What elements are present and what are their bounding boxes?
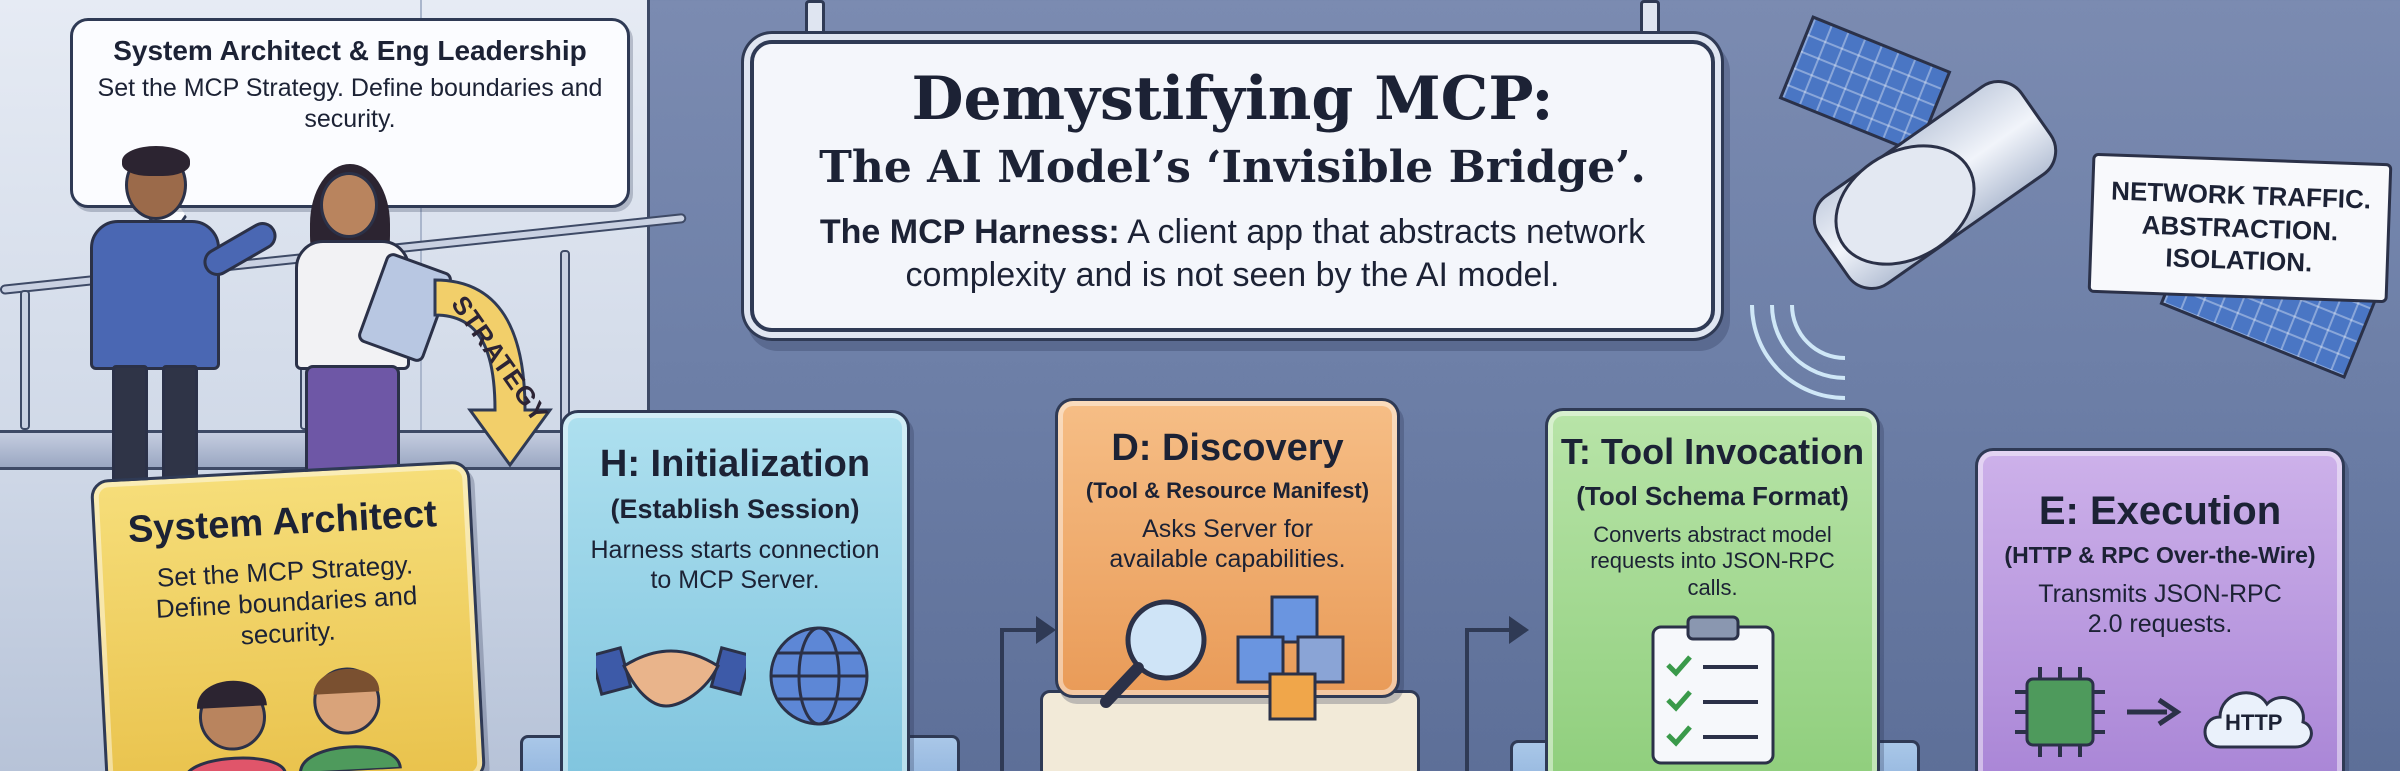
harness-text: A client app that abstracts network comp… [905,213,1646,294]
flow-arrow-icon [1465,616,1529,771]
person-leg [162,365,198,490]
card-description: Harness starts connection to MCP Server. [590,536,880,594]
card-system-architect: System Architect Set the MCP Strategy. D… [89,460,487,771]
checklist-icon [1651,615,1774,765]
architect-person [70,146,282,490]
card-description: Set the MCP Strategy. Define boundaries … [155,549,418,651]
card-title: T: Tool Invocation [1560,431,1865,472]
card-subtitle: (Tool Schema Format) [1576,481,1849,511]
cloud-icon: HTTP [2195,672,2315,752]
bubble-title: System Architect & Eng Leadership [113,35,587,66]
cubes-icon [1236,595,1344,721]
card-description: Converts abstract model requests into JS… [1590,522,1835,600]
chip-icon [2015,667,2105,757]
person-hair [122,146,190,176]
flow-arrow-icon [1000,616,1056,771]
card-subtitle: (HTTP & RPC Over-the-Wire) [2004,542,2316,568]
architect-people-icon [184,667,402,771]
banner-hook [805,0,825,40]
satellite-label: NETWORK TRAFFIC. ABSTRACTION. ISOLATION. [2087,152,2393,304]
person-head [320,172,378,238]
railing-post [560,250,570,430]
banner-hook [1640,0,1660,40]
person-torso [90,220,220,370]
globe-icon [769,626,869,726]
card-title: E: Execution [2038,489,2282,533]
magnifier-icon [1099,599,1206,708]
strategy-arrow [433,278,553,468]
card-subtitle: (Establish Session) [610,494,860,524]
harness-label: The MCP Harness: [819,213,1120,251]
person-leg [112,365,148,490]
handshake-icon [596,645,746,708]
railing-post [20,290,30,430]
main-title: Demystifying MCP: [911,64,1554,134]
bubble-text: Set the MCP Strategy. Define boundaries … [97,74,603,134]
main-subtitle: The AI Model’s ‘Invisible Bridge’. [819,142,1646,193]
card-discovery: D: Discovery (Tool & Resource Manifest) … [1055,398,1400,721]
arrow-right-icon [2127,697,2182,727]
card-title: System Architect [126,493,438,552]
harness-description: The MCP Harness: A client app that abstr… [754,211,1711,296]
card-execution: E: Execution (HTTP & RPC Over-the-Wire) … [1975,448,2345,771]
card-description: Asks Server for available capabilities. [1109,515,1346,573]
wall-seam [420,0,422,430]
card-subtitle: (Tool & Resource Manifest) [1085,478,1370,503]
card-tool-invocation: T: Tool Invocation (Tool Schema Format) … [1545,408,1880,771]
card-initialization: H: Initialization (Establish Session) Ha… [560,410,910,771]
card-title: D: Discovery [1111,427,1344,469]
card-description: Transmits JSON-RPC 2.0 requests. [2038,580,2282,638]
title-banner: Demystifying MCP: The AI Model’s ‘Invisi… [750,40,1715,332]
cloud-label: HTTP [2225,710,2283,735]
card-title: H: Initialization [599,443,871,485]
